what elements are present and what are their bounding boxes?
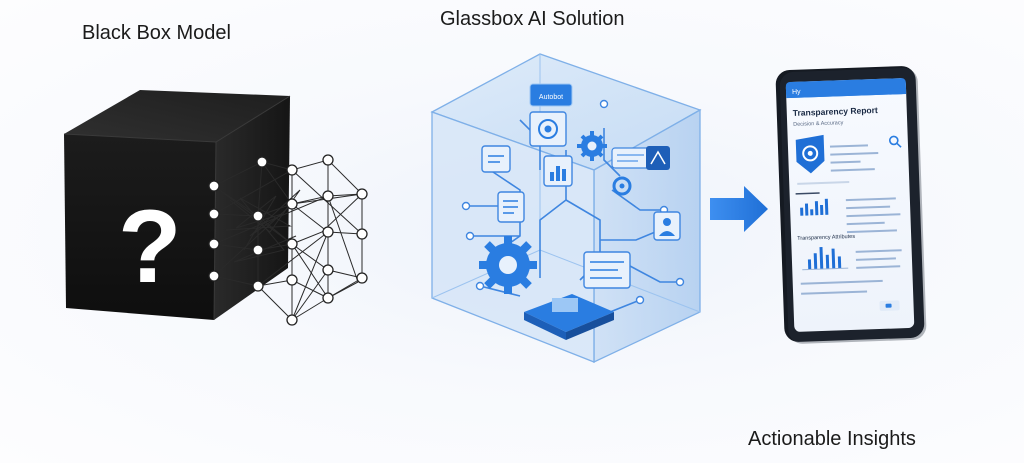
glassbox-caption: Glassbox AI Solution: [440, 8, 625, 30]
black-box-caption: Black Box Model: [82, 22, 231, 44]
autobot-tag-label: Autobot: [539, 94, 563, 101]
panel-lines: [611, 147, 651, 169]
report-panel: [583, 251, 631, 289]
autobot-tag: Autobot: [529, 83, 573, 107]
neural-nodes: [208, 154, 368, 326]
tablet-action-button[interactable]: [879, 300, 900, 311]
tablet-app-label: Hy: [792, 89, 801, 96]
document-icon: [481, 145, 511, 173]
bar-chart-icon: [795, 192, 829, 216]
gear-icon: [577, 131, 607, 161]
tablet-device: Hy Transparency Report Decision & Accura…: [775, 66, 927, 344]
question-mark-icon: ?: [118, 189, 182, 305]
black-box-cube: ?: [63, 90, 291, 321]
shield-icon: [795, 134, 825, 174]
document-icon-2: [497, 191, 525, 223]
insights-caption: Actionable Insights: [748, 428, 916, 450]
chart-icon: [543, 155, 573, 187]
side-lines: [845, 197, 901, 234]
processor-base: [524, 294, 614, 340]
card-lines: [797, 144, 879, 185]
large-gear-icon: [479, 236, 537, 294]
search-icon[interactable]: [889, 135, 902, 148]
report-subtitle: Decision & Accuracy: [793, 120, 844, 128]
chip-icon: [529, 111, 567, 147]
cog-small-icon: [612, 176, 632, 196]
user-icon: [653, 211, 681, 241]
right-arrow-icon: [710, 186, 768, 232]
report-title: Transparency Report: [793, 105, 878, 118]
network-icon: [646, 146, 670, 170]
section2-title: Transparency Attributes: [797, 234, 855, 242]
side-lines-2: [800, 249, 902, 295]
bar-chart-2: [802, 246, 849, 271]
